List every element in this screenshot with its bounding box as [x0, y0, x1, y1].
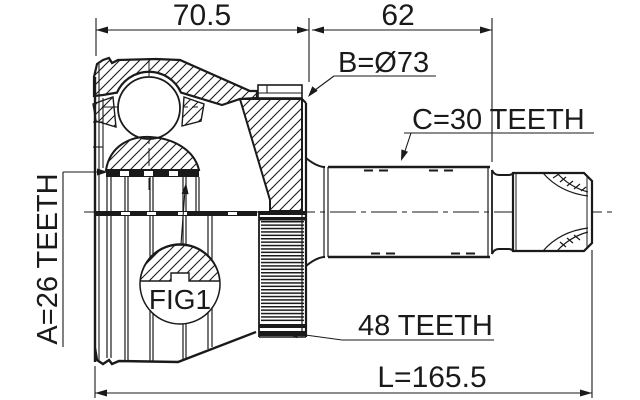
outer-race-housing — [92, 56, 308, 366]
detail-leader-line — [180, 189, 186, 245]
thread-runout-bottom — [542, 227, 589, 252]
arrow-right — [580, 389, 592, 397]
housing-top-section — [92, 56, 259, 107]
drive-shaft — [305, 157, 594, 267]
bell-bottom-profile — [93, 330, 257, 366]
arrow-left — [312, 26, 324, 34]
housing-corner-chamfer — [301, 98, 307, 104]
label-48-text: 48 TEETH — [358, 310, 493, 342]
abs-ring-48-teeth — [258, 211, 308, 338]
dim-70-5-text: 70.5 — [173, 0, 231, 32]
label-outer-diameter: B=Ø73 — [308, 47, 436, 97]
detail-leader-arrow — [181, 183, 189, 195]
dimension-housing-width: 70.5 — [95, 0, 310, 82]
ball-bearing — [92, 76, 205, 140]
ring-teeth-area — [261, 221, 304, 323]
label-c-arrow — [401, 149, 408, 161]
shaft-fillet-bottom — [305, 256, 326, 267]
label-ring-teeth: 48 TEETH — [287, 310, 494, 342]
fig1-label: FIG1 — [149, 284, 211, 315]
label-b-text: B=Ø73 — [338, 47, 429, 79]
spline-tooth-marks — [364, 169, 475, 255]
bore-edge-band — [95, 211, 257, 216]
arrow-right — [297, 26, 309, 34]
thread-runout-top — [542, 172, 589, 197]
detail-tooth-profile — [139, 244, 221, 282]
label-48-leader — [297, 333, 343, 341]
detail-circle-fig1: FIG1 — [139, 183, 221, 325]
cage-section-right — [181, 96, 205, 127]
inner-race-spline-band — [106, 170, 199, 177]
dim-l-text: L=165.5 — [377, 361, 486, 394]
threaded-end — [511, 171, 594, 253]
label-b-arrow — [308, 86, 318, 97]
dimension-spline-span: 62 — [312, 0, 493, 162]
arrow-right — [480, 26, 492, 34]
label-a-text: A=26 TEETH — [32, 173, 64, 344]
label-inner-spline: A=26 TEETH — [32, 168, 108, 347]
dimension-overall-length: L=165.5 — [94, 250, 593, 398]
bearing-ball — [117, 76, 181, 140]
cage-section-left — [92, 96, 117, 128]
inner-race — [104, 135, 201, 177]
snap-ring-groove-tab — [257, 84, 303, 99]
label-shaft-spline: C=30 TEETH — [401, 104, 594, 161]
arrow-left — [96, 26, 108, 34]
dim-62-text: 62 — [381, 0, 414, 32]
label-a-arrow — [97, 168, 108, 176]
shaft-fillet-top — [305, 157, 326, 168]
label-48-arrow — [287, 331, 299, 339]
arrow-left — [95, 389, 107, 397]
inner-race-section — [104, 135, 201, 171]
ring-end-bands — [259, 211, 306, 336]
label-c-text: C=30 TEETH — [412, 104, 585, 136]
